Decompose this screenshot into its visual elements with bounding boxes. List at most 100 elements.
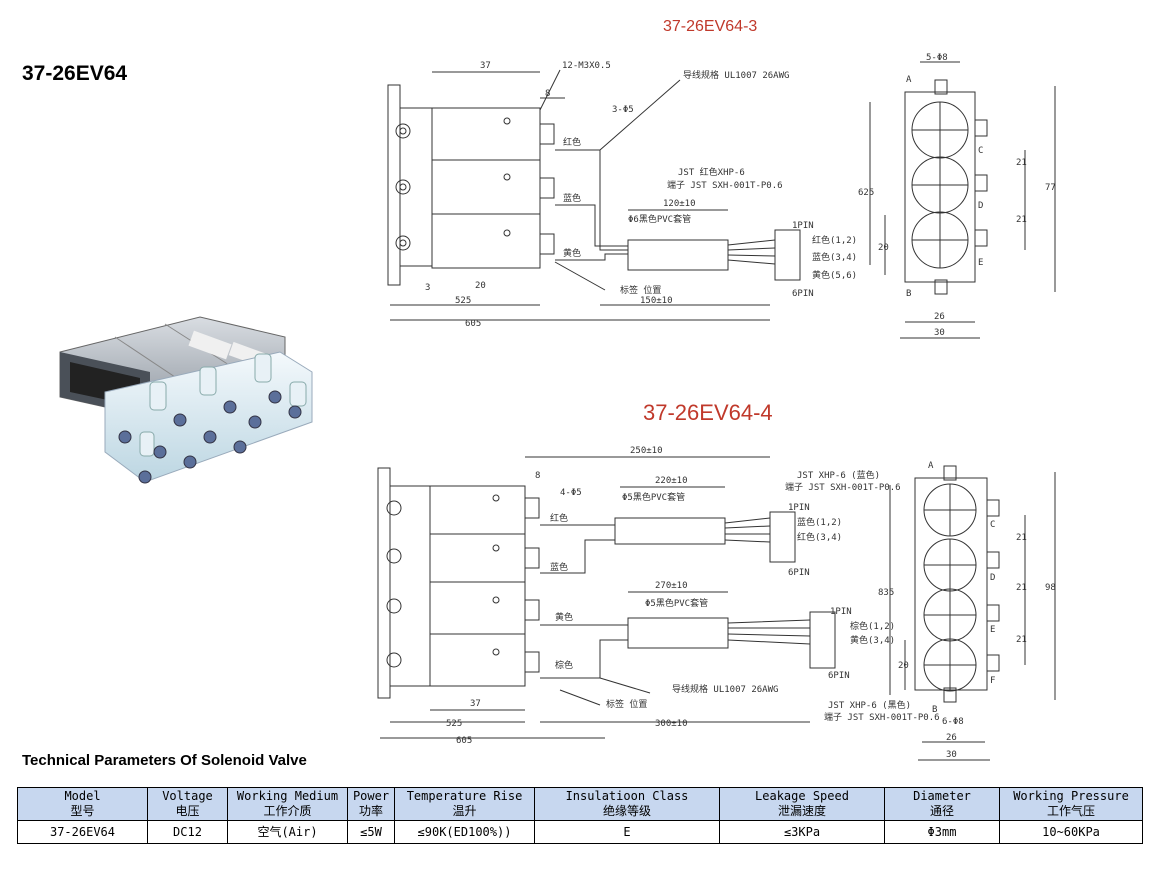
header-label-en: Power [352,789,390,803]
bot-jst2: JST XHP-6 (黑色) [828,699,911,711]
header-label-en: Model [64,789,101,803]
side-bot-6phi8: 6-Φ8 [942,717,964,727]
side-bot-26: 26 [946,733,957,743]
technical-drawing: 37 12-M3X0.5 导线规格 UL1007 26AWG 8 3-Φ5 红色… [377,53,1056,761]
cell-leakage-speed: ≤3KPa [719,820,885,844]
top-dim-525: 525 [455,296,471,306]
header-label-cn: 工作气压 [1046,804,1095,818]
top-dim-20: 20 [475,281,486,291]
side-bot-98: 98 [1045,583,1056,593]
header-label-en: Temperature Rise [406,789,523,803]
top-blue34: 蓝色(3,4) [812,251,857,263]
top-terminal: 端子 JST SXH-001T-P0.6 [667,179,783,191]
side-bot-21a: 21 [1016,533,1027,543]
top-label-pos: 标签 位置 [620,284,661,296]
side-top-77: 77 [1045,183,1056,193]
bot-dim-220: 220±10 [655,476,688,486]
side-top-D: D [978,201,983,211]
top-dim-150: 150±10 [640,296,673,306]
side-top-20: 20 [878,243,889,253]
bot-dim-37: 37 [470,699,481,709]
side-bot-D: D [990,573,995,583]
top-wire-red: 红色 [563,136,581,148]
cell-diameter: Φ3mm [884,820,1000,844]
side-bot-20: 20 [898,661,909,671]
top-pin6: 6PIN [792,289,814,299]
bot-pin1a: 1PIN [788,503,810,513]
top-wire-yellow: 黄色 [563,247,581,259]
top-dim-605: 605 [465,319,481,329]
bot-terminal1: 端子 JST SXH-001T-P0.6 [785,481,901,493]
bot-dim-4phi5: 4-Φ5 [560,488,582,498]
header-label-cn: 工作介质 [263,804,312,818]
bot-yellow34: 黄色(3,4) [850,634,895,646]
cell-insulation-class: E [534,820,720,844]
bot-label-pos: 标签 位置 [606,698,647,710]
side-bot-21c: 21 [1016,635,1027,645]
bot-wire-blue: 蓝色 [550,561,568,573]
bot-wire-red: 红色 [550,512,568,524]
side-bot-C: C [990,520,995,530]
header-label-en: Leakage Speed [755,789,849,803]
bot-wire-yellow: 黄色 [555,611,573,623]
top-wire-spec: 导线规格 UL1007 26AWG [683,69,789,81]
top-pvc: Φ6黑色PVC套管 [628,213,691,225]
table-row: 37-26EV64 DC12 空气(Air) ≤5W ≤90K(ED100%))… [17,820,1143,844]
header-label-en: Diameter [913,789,971,803]
header-label-cn: 温升 [452,804,477,818]
side-top-21b: 21 [1016,215,1027,225]
top-dim-8: 8 [545,89,550,99]
drawing-title-top: 37-26EV64-3 [663,18,758,35]
header-label-en: Working Medium [236,789,339,803]
side-bot-B: B [932,705,937,715]
side-bot-F: F [990,676,995,686]
top-yellow56: 黄色(5,6) [812,269,857,281]
side-top-A: A [906,75,912,85]
top-dim-3: 3 [425,283,430,293]
product-photo [59,316,313,484]
bot-wire-spec: 导线规格 UL1007 26AWG [672,683,778,695]
header-label-en: Voltage [162,789,213,803]
header-label-cn: 绝缘等级 [602,804,651,818]
top-block-left [387,84,401,286]
bot-dim-8: 8 [535,471,540,481]
header-label-cn: 型号 [70,804,95,818]
cell-working-pressure: 10~60KPa [999,820,1143,844]
table-title: Technical Parameters Of Solenoid Valve [22,752,307,769]
cell-temperature-rise: ≤90K(ED100%)) [394,820,535,844]
bot-dim-525: 525 [446,719,462,729]
bot-dim-270: 270±10 [655,581,688,591]
bot-pvc2: Φ5黑色PVC套管 [645,597,708,609]
header-label-cn: 电压 [175,804,200,818]
top-dim-120: 120±10 [663,199,696,209]
bot-wire-brown: 棕色 [555,659,573,671]
side-top-26: 26 [934,312,945,322]
side-bot-30: 30 [946,750,957,760]
top-pin1: 1PIN [792,221,814,231]
bot-red34: 红色(3,4) [797,531,842,543]
top-red12: 红色(1,2) [812,234,857,246]
side-top-E: E [978,258,983,268]
side-bot-21b: 21 [1016,583,1027,593]
header-label-cn: 功率 [358,804,383,818]
side-top-21a: 21 [1016,158,1027,168]
header-label-cn: 通径 [929,804,954,818]
bot-pin6b: 6PIN [828,671,850,681]
side-bot-A: A [928,461,934,471]
side-top-B: B [906,289,911,299]
bot-terminal2: 端子 JST SXH-001T-P0.6 [824,711,940,723]
bot-pvc1: Φ5黑色PVC套管 [622,491,685,503]
bot-pin1b: 1PIN [830,607,852,617]
side-top-C: C [978,146,983,156]
side-top-5phi8: 5-Φ8 [926,53,948,63]
cell-working-medium: 空气(Air) [227,820,348,844]
bot-dim-300: 300±10 [655,719,688,729]
